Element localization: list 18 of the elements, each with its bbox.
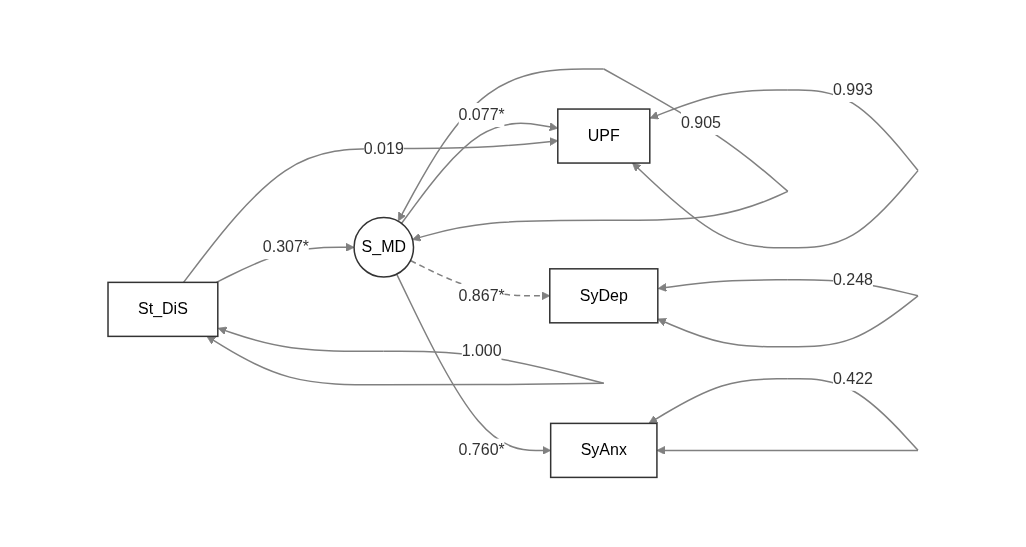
node-box: SyAnx	[549, 422, 658, 479]
arrow	[397, 68, 789, 242]
edge-label: 0.019	[363, 139, 404, 157]
edge-label: 1.000	[461, 342, 502, 360]
arrow	[632, 89, 919, 249]
node-circle: S_MD	[353, 217, 415, 279]
edge-label: 0.760*	[458, 441, 505, 459]
node-box: St_DiS	[107, 281, 219, 338]
edge-label: 0.422	[832, 370, 873, 388]
edge-label: 0.307*	[262, 238, 309, 256]
edge-label: 0.077*	[458, 106, 505, 124]
edge-label: 0.993	[832, 81, 873, 99]
arrow	[395, 273, 551, 456]
edge-label: 0.248	[832, 271, 873, 289]
edge-label: 0.867*	[458, 287, 505, 305]
node-box: SyDep	[548, 268, 659, 324]
node-box: UPF	[556, 108, 651, 165]
edge-label: 0.905	[680, 114, 721, 132]
